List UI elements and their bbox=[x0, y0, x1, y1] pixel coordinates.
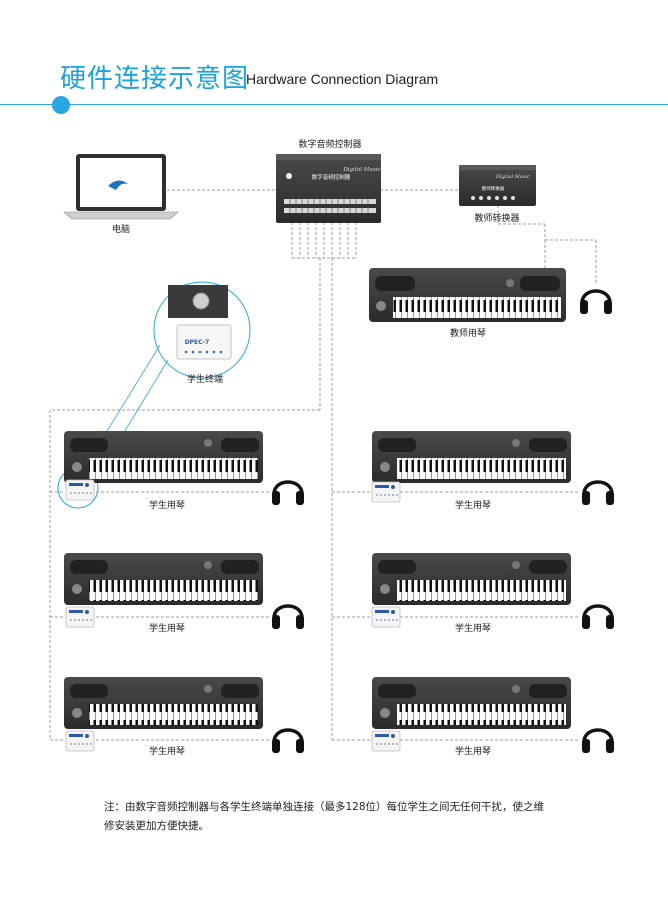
teacher-headphones-icon bbox=[578, 289, 614, 316]
student-piano-label: 学生用琴 bbox=[148, 501, 186, 511]
footnote-line-2: 修安装更加方便快捷。 bbox=[104, 820, 209, 832]
terminal-model-text: DPEC-7 bbox=[185, 339, 210, 346]
logo-icon bbox=[108, 180, 128, 190]
student-piano-left-2 bbox=[64, 553, 306, 631]
student-piano-right-3 bbox=[371, 677, 616, 755]
student-piano-right-2 bbox=[371, 553, 616, 631]
student-piano-label: 学生用琴 bbox=[454, 501, 492, 511]
connection-lines bbox=[49, 189, 597, 741]
student-piano-label: 学生用琴 bbox=[454, 747, 492, 757]
switcher-label: 教师转换器 bbox=[474, 214, 520, 224]
teacher-piano-label: 教师用琴 bbox=[449, 329, 487, 339]
footnote-line-1: 注：由数字音频控制器与各学生终端单独连接（最多128位）每位学生之间无任何干扰，… bbox=[104, 801, 545, 813]
teacher-piano bbox=[369, 268, 614, 322]
student-piano-label: 学生用琴 bbox=[148, 624, 186, 634]
controller-label: 数字音频控制器 bbox=[298, 140, 362, 150]
headphones-icon bbox=[270, 480, 306, 507]
headphones-icon bbox=[270, 604, 306, 631]
controller-brand: Digital Music bbox=[342, 167, 380, 173]
headphones-icon bbox=[580, 728, 616, 755]
audio-controller: 数字音频控制器 Digital Music bbox=[276, 154, 381, 223]
switcher-brand: Digital Music bbox=[495, 174, 530, 180]
volume-knob-icon bbox=[192, 292, 210, 310]
header-dot bbox=[52, 96, 70, 114]
knob-icon bbox=[376, 301, 386, 311]
student-piano-right-1 bbox=[371, 431, 616, 507]
student-terminal-zoom: DPEC-7 bbox=[57, 281, 251, 509]
switcher-panel-text: 教师转换器 bbox=[482, 185, 505, 192]
computer-laptop bbox=[63, 154, 179, 220]
controller-panel-text: 数字音频控制器 bbox=[312, 173, 351, 181]
student-piano-label: 学生用琴 bbox=[454, 624, 492, 634]
headphones-icon bbox=[580, 480, 616, 507]
controller-logo-icon bbox=[286, 173, 292, 179]
student-piano-label: 学生用琴 bbox=[148, 747, 186, 757]
headphones-icon bbox=[270, 728, 306, 755]
headphones-icon bbox=[580, 604, 616, 631]
computer-label: 电脑 bbox=[111, 225, 131, 235]
student-piano-left-3 bbox=[64, 677, 306, 755]
student-terminal-label: 学生终端 bbox=[186, 375, 224, 385]
footnote: 注：由数字音频控制器与各学生终端单独连接（最多128位）每位学生之间无任何干扰，… bbox=[104, 798, 584, 836]
page-title: 硬件连接示意图 bbox=[60, 64, 250, 94]
student-piano-left-1 bbox=[64, 431, 306, 507]
page-subtitle: Hardware Connection Diagram bbox=[246, 71, 439, 87]
header-rule bbox=[0, 104, 668, 105]
teacher-switcher: Digital Music 教师转换器 bbox=[459, 165, 536, 206]
